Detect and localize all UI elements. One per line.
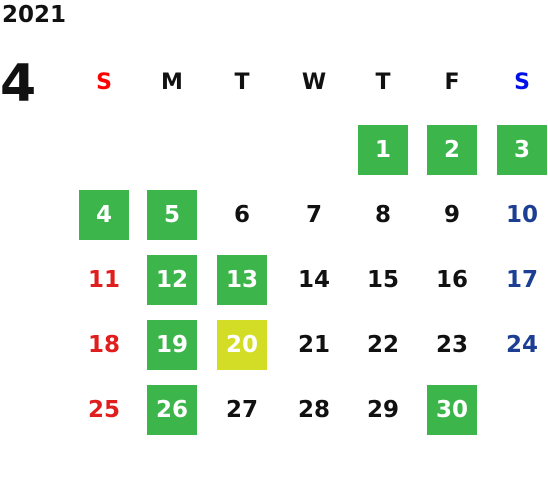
day-cell[interactable]: 16 (435, 267, 468, 293)
weekday-header: M (161, 69, 183, 95)
day-cell[interactable]: 29 (366, 397, 399, 423)
day-cell[interactable]: 25 (87, 397, 120, 423)
day-cell-highlighted[interactable]: 2 (427, 125, 477, 175)
day-cell-highlighted[interactable]: 4 (79, 190, 129, 240)
day-cell-highlighted[interactable]: 26 (147, 385, 197, 435)
day-cell-highlighted[interactable]: 30 (427, 385, 477, 435)
day-cell[interactable]: 21 (297, 332, 330, 358)
day-cell[interactable]: 27 (225, 397, 258, 423)
day-cell-highlighted[interactable]: 3 (497, 125, 547, 175)
day-cell-highlighted[interactable]: 12 (147, 255, 197, 305)
day-cell[interactable]: 24 (505, 332, 538, 358)
day-cell[interactable]: 28 (297, 397, 330, 423)
weekday-header: T (375, 69, 391, 95)
day-cell-today[interactable]: 20 (217, 320, 267, 370)
weekday-header: S (514, 69, 530, 95)
day-cell[interactable]: 6 (233, 202, 250, 228)
year-label: 2021 (2, 2, 67, 28)
weekday-header: W (301, 69, 327, 95)
weekday-header: F (444, 69, 460, 95)
day-cell-highlighted[interactable]: 13 (217, 255, 267, 305)
day-cell[interactable]: 8 (374, 202, 391, 228)
day-cell[interactable]: 18 (87, 332, 120, 358)
day-cell[interactable]: 23 (435, 332, 468, 358)
day-cell[interactable]: 9 (443, 202, 460, 228)
day-cell[interactable]: 22 (366, 332, 399, 358)
day-cell[interactable]: 14 (297, 267, 330, 293)
day-cell-highlighted[interactable]: 19 (147, 320, 197, 370)
day-cell[interactable]: 10 (505, 202, 538, 228)
day-cell-highlighted[interactable]: 1 (358, 125, 408, 175)
weekday-header: T (234, 69, 250, 95)
day-cell[interactable]: 7 (305, 202, 322, 228)
weekday-header: S (96, 69, 112, 95)
day-cell[interactable]: 17 (505, 267, 538, 293)
day-cell[interactable]: 15 (366, 267, 399, 293)
day-cell-highlighted[interactable]: 5 (147, 190, 197, 240)
month-label: 4 (0, 54, 37, 114)
day-cell[interactable]: 11 (87, 267, 120, 293)
